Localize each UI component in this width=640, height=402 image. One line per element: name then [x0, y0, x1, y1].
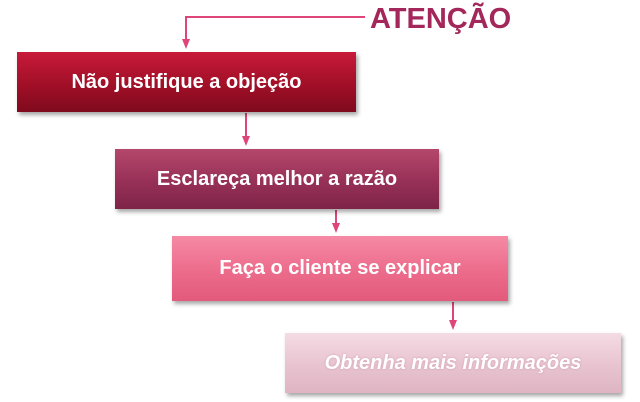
step-box-2: Esclareça melhor a razão — [115, 149, 439, 209]
step-box-4: Obtenha mais informações — [285, 333, 621, 393]
step-label-3: Faça o cliente se explicar — [219, 257, 461, 279]
step-label-1: Não justifique a objeção — [71, 70, 302, 93]
step-box-1: Não justifique a objeção — [17, 52, 356, 112]
step-label-4: Obtenha mais informações — [324, 351, 582, 374]
attention-title: ATENÇÃO — [370, 3, 512, 35]
step-box-3: Faça o cliente se explicar — [172, 236, 508, 301]
attention-connector-arrow — [182, 16, 365, 49]
step-label-2: Esclareça melhor a razão — [156, 167, 398, 190]
